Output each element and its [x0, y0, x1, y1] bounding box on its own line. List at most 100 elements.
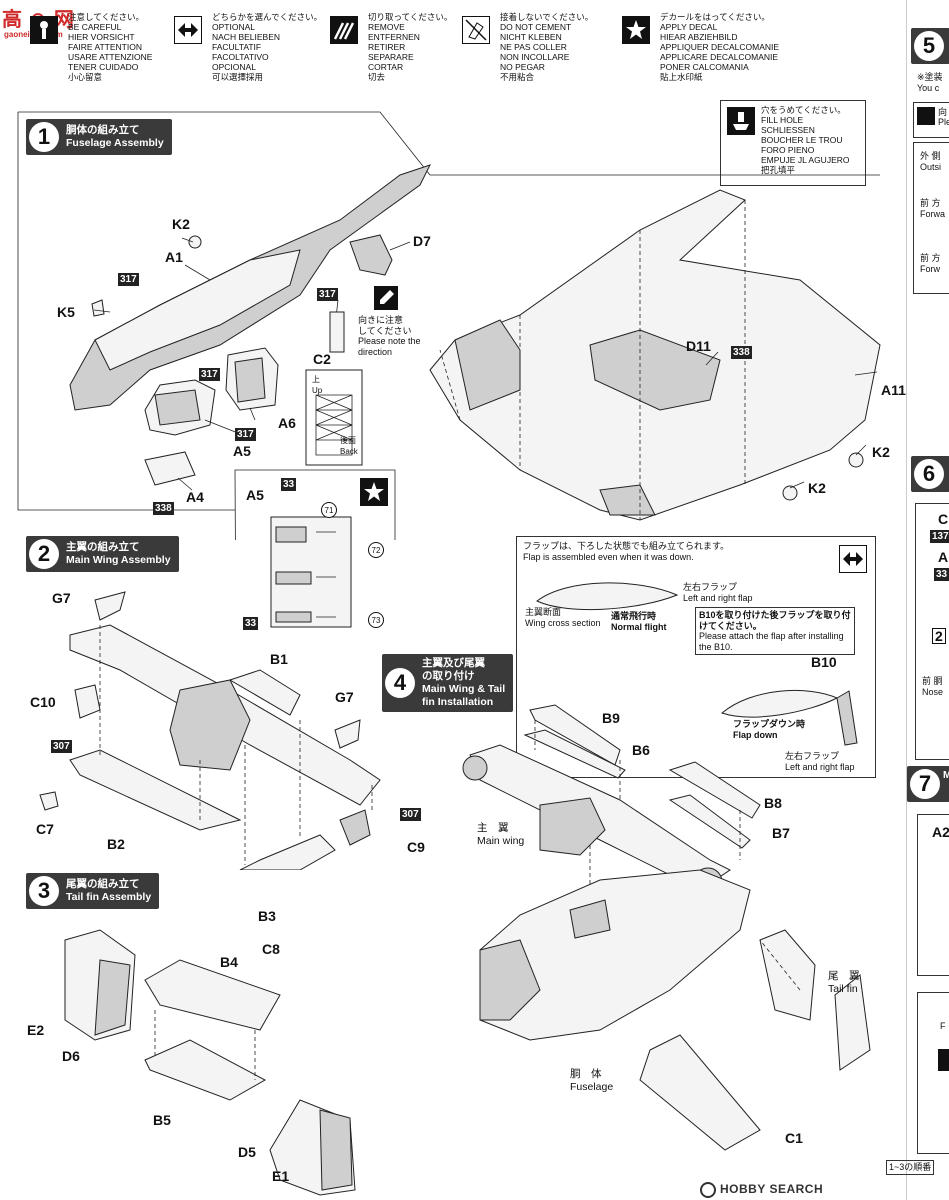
label-c2: C2 [313, 351, 331, 367]
tail-fin-left [759, 929, 816, 1021]
label-d6: D6 [62, 1048, 80, 1064]
flap-b9 [529, 704, 621, 766]
part-k2-right [848, 452, 864, 468]
decal-icon-step1 [360, 478, 388, 506]
part-c2 [329, 311, 345, 353]
optional-icon-step4 [839, 545, 867, 573]
label-b10: B10 [811, 654, 837, 670]
label-d5: D5 [238, 1144, 256, 1160]
step-2-illustration [39, 591, 381, 870]
ramp-c1 [639, 1034, 761, 1151]
fin-e1 [319, 1109, 353, 1191]
flap-b8 [668, 761, 761, 819]
label-a1: A1 [165, 249, 183, 265]
label-c8: C8 [262, 941, 280, 957]
step-5-header: 5 [911, 28, 949, 64]
step-title-en: Main Wing Assembly [66, 554, 171, 566]
paint-307-a: 307 [51, 740, 72, 753]
part-c9 [339, 809, 371, 846]
stabilizer-b4 [144, 959, 281, 1031]
label-g7-right: G7 [335, 689, 354, 705]
tail-fin-right [834, 974, 871, 1071]
label-k2: K2 [172, 216, 190, 232]
decal-icon [622, 16, 650, 44]
main-wing-assembled [469, 744, 731, 891]
step-title-jp: 尾翼の組み立て [66, 878, 140, 890]
decal-73: 73 [368, 612, 384, 628]
step-title-jp: 主翼及び尾翼 [422, 657, 485, 669]
remove-icon [330, 16, 358, 44]
careful-icon-step1 [374, 286, 398, 310]
b10-note: B10を取り付けた後フラップを取り付 けてください。 Please attach… [695, 607, 855, 655]
label-b3: B3 [258, 908, 276, 924]
step-4-illustration [462, 704, 871, 1151]
step-4-header: 4 主翼及び尾翼 の取り付け Main Wing & Tail fin Inst… [382, 654, 514, 712]
label-k5: K5 [57, 304, 75, 320]
part-a4 [144, 451, 196, 486]
paint-338-a: 338 [153, 502, 174, 515]
decal-inset: 71 72 73 [236, 472, 394, 642]
step-title-en: Main Wing & Tail [422, 683, 506, 695]
careful-icon [30, 16, 58, 44]
paint-33-a: 33 [281, 478, 297, 491]
paint-317-a: 317 [118, 273, 139, 286]
order-note: 1~3の順番 [886, 1160, 935, 1175]
label-b4: B4 [220, 954, 238, 970]
label-c10: C10 [30, 694, 56, 710]
hobby-search-logo: HOBBY SEARCH [700, 1182, 823, 1198]
part-k5 [91, 299, 105, 317]
paint-317-b: 317 [317, 288, 338, 301]
label-a11: A11 [881, 382, 906, 398]
r-step7-box: A2 [917, 814, 949, 976]
step-title-jp: 胴体の組み立て [66, 124, 140, 136]
label-b1: B1 [270, 651, 288, 667]
part-k2 [188, 235, 202, 249]
label-a5: A5 [233, 443, 251, 459]
paint-307-b: 307 [400, 808, 421, 821]
flap-down-shape [836, 690, 858, 746]
part-c7 [39, 791, 59, 811]
flap-note: フラップは、下ろした状態でも組み立てられます。 Flap is assemble… [523, 541, 730, 562]
step-1-illustration [17, 111, 881, 540]
fin-d6 [94, 959, 131, 1036]
part-b1 [228, 669, 301, 716]
r-bottom-box: F [917, 992, 949, 1154]
r-dir-box: 向 Ple [913, 102, 949, 138]
label-b8: B8 [764, 795, 782, 811]
label-k2-right: K2 [872, 444, 890, 460]
decal-71: 71 [321, 502, 337, 518]
stabilizer-b5 [144, 1039, 267, 1101]
no-cement-icon [462, 16, 490, 44]
paint-33-b: 33 [243, 617, 259, 630]
label-d7: D7 [413, 233, 431, 249]
step-7-header: 7 M [907, 766, 949, 802]
paint-338-b: 338 [731, 346, 752, 359]
step-number: 2 [29, 539, 59, 569]
careful-icon-r [917, 107, 935, 125]
step-title-en: Tail fin Assembly [66, 891, 152, 903]
step-title-en: Fuselage Assembly [66, 137, 164, 149]
label-b9: B9 [602, 710, 620, 726]
label-a6: A6 [278, 415, 296, 431]
step-3-illustration [64, 929, 356, 1196]
label-a4: A4 [186, 489, 204, 505]
